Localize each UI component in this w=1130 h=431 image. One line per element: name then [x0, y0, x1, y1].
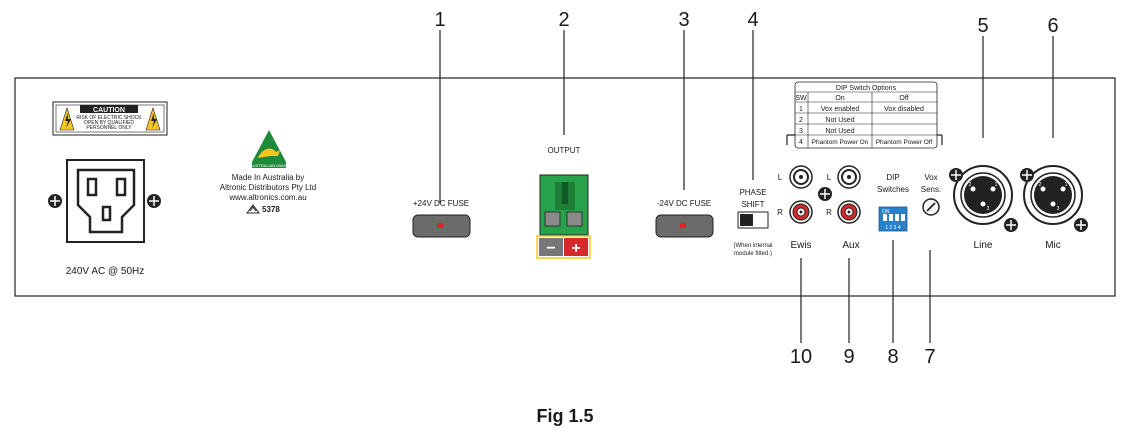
australian-made-logo: AUSTRALIAN MADE — [250, 130, 288, 168]
phase-note-1: (When internal — [733, 243, 772, 249]
fuse-positive-label: +24V DC FUSE — [413, 199, 469, 208]
mic-label: Mic — [1045, 240, 1061, 251]
screw-icon — [48, 194, 62, 208]
approval-number: 5378 — [262, 205, 280, 214]
dip-on-label: ON — [882, 209, 890, 215]
made-in-label: Made In Australia by — [232, 173, 304, 182]
ac-rating-label: 240V AC @ 50Hz — [66, 266, 145, 277]
phase-label-1: PHASE — [739, 188, 766, 197]
rca-left-label: L — [778, 173, 783, 182]
screw-icon — [949, 168, 963, 182]
vox-label-1: Vox — [924, 173, 937, 182]
dip-cell: Phantom Power On — [812, 139, 869, 146]
rca-ewis-right[interactable] — [789, 200, 813, 224]
callout-7: 7 — [924, 346, 935, 368]
dip-header-off: Off — [899, 95, 908, 102]
ewis-label: Ewis — [790, 240, 811, 251]
terminal-minus: − — [546, 240, 555, 257]
screw-icon — [1004, 218, 1018, 232]
dip-cell: Not Used — [825, 128, 854, 135]
callout-5: 5 — [977, 15, 988, 37]
callout-lines — [439, 30, 1054, 343]
fuse-negative[interactable] — [655, 214, 714, 238]
logo-text: AUSTRALIAN MADE — [250, 163, 288, 168]
figure-caption: Fig 1.5 — [536, 406, 593, 426]
caution-line1: RISK OF ELECTRIC SHOCK — [76, 115, 142, 121]
screw-icon — [147, 194, 161, 208]
phase-label-2: SHIFT — [741, 200, 764, 209]
fuse-positive[interactable] — [412, 214, 471, 238]
dip-cell: Not Used — [825, 117, 854, 124]
power-inlet[interactable] — [66, 159, 145, 243]
vox-sensitivity-trimpot[interactable] — [922, 198, 940, 216]
output-label: OUTPUT — [548, 146, 581, 155]
dip-label-2: Switches — [877, 185, 909, 194]
callout-1: 1 — [434, 9, 445, 31]
dip-label-1: DIP — [886, 173, 899, 182]
dip-cell: Vox disabled — [884, 106, 924, 113]
callout-10: 10 — [790, 346, 812, 368]
fuse-negative-label: -24V DC FUSE — [657, 199, 711, 208]
xlr-pin-label: 3 — [987, 206, 990, 212]
callout-6: 6 — [1047, 15, 1058, 37]
panel-outline — [14, 77, 1116, 297]
aux-label: Aux — [842, 240, 859, 251]
line-label: Line — [974, 240, 993, 251]
caution-line2: OPEN BY QUALIFIED — [84, 120, 134, 126]
callout-4: 4 — [747, 9, 758, 31]
dip-cell: 4 — [799, 139, 803, 146]
xlr-pin-label: 2 — [1039, 182, 1042, 188]
caution-title: CAUTION — [93, 107, 125, 114]
dip-cell: 3 — [799, 128, 803, 135]
dip-cell: 1 — [799, 106, 803, 113]
dip-table-title: DIP Switch Options — [836, 85, 897, 92]
dip-switch-block[interactable] — [878, 206, 908, 232]
screw-icon — [1020, 168, 1034, 182]
dip-cell: Vox enabled — [821, 106, 860, 113]
rca-ewis-left[interactable] — [789, 165, 813, 189]
dip-cell: Phantom Power Off — [876, 139, 933, 146]
dip-header-sw: SW — [795, 95, 807, 102]
rca-right-label: R — [777, 208, 783, 217]
callout-2: 2 — [558, 9, 569, 31]
screw-icon — [818, 187, 832, 201]
dip-options-table — [794, 81, 938, 149]
website-label: www.altronics.com.au — [228, 193, 306, 202]
vox-label-2: Sens. — [921, 185, 941, 194]
dip-header-on: On — [835, 95, 844, 102]
xlr-pin-label: 2 — [969, 182, 972, 188]
callout-9: 9 — [843, 346, 854, 368]
rca-aux-right[interactable] — [837, 200, 861, 224]
caution-label: CAUTION RISK OF ELECTRIC SHOCK OPEN BY Q… — [52, 101, 168, 136]
screw-icon — [1074, 218, 1088, 232]
phase-note-2: module fitted.) — [734, 251, 772, 257]
xlr-pin-label: 1 — [1065, 182, 1068, 188]
callout-3: 3 — [678, 9, 689, 31]
xlr-pin-label: 1 — [995, 182, 998, 188]
xlr-line-input[interactable] — [953, 165, 1013, 225]
output-terminal[interactable] — [536, 174, 591, 259]
dip-cell: 2 — [799, 117, 803, 124]
rca-right-label: R — [826, 208, 832, 217]
dip-numbers: 1 2 3 4 — [885, 225, 901, 231]
phase-shift-switch[interactable] — [737, 211, 769, 229]
xlr-mic-input[interactable] — [1023, 165, 1083, 225]
rcm-mark-icon — [246, 204, 260, 214]
terminal-plus: + — [571, 240, 580, 257]
rca-aux-left[interactable] — [837, 165, 861, 189]
xlr-pin-label: 3 — [1057, 206, 1060, 212]
callout-8: 8 — [887, 346, 898, 368]
company-label: Altronic Distributors Pty Ltd — [220, 183, 316, 192]
rca-left-label: L — [827, 173, 832, 182]
caution-line3: PERSONNEL ONLY — [86, 125, 132, 131]
